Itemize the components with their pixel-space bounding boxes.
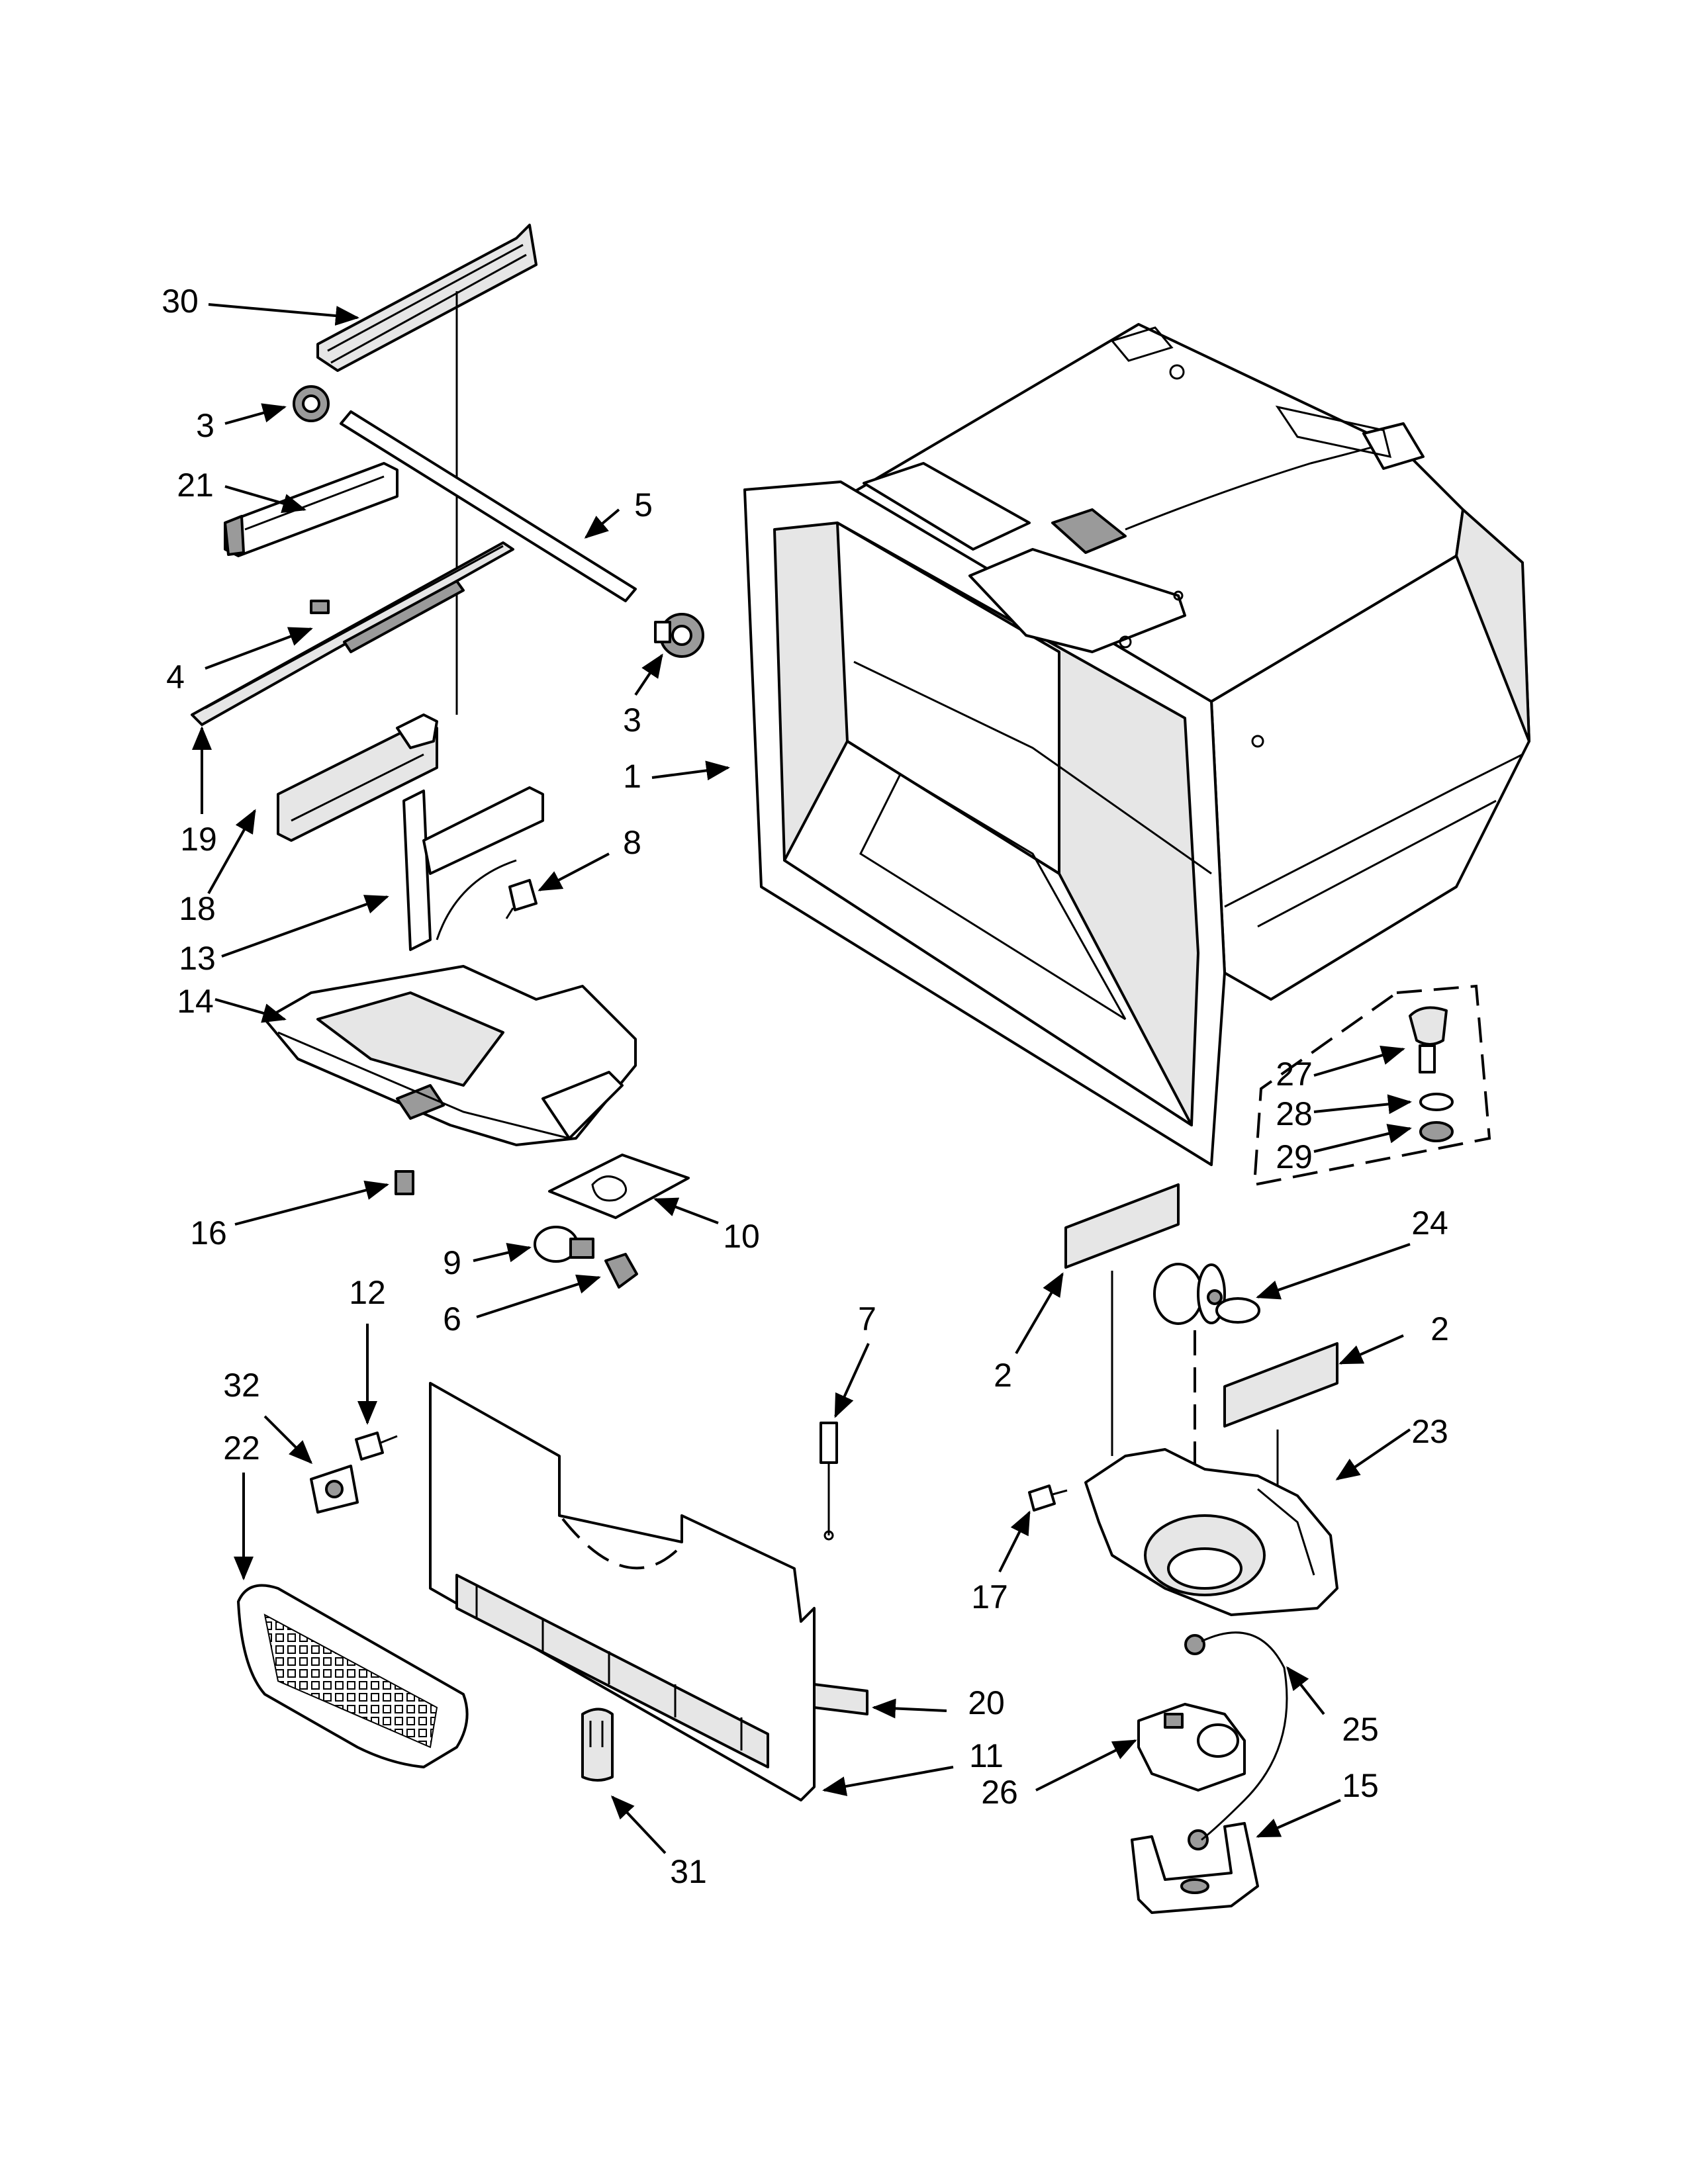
part-16-clip [395,1170,414,1195]
part-3-gear-top [293,385,330,422]
part-25-wire-harness [1201,1631,1288,1841]
callout-10: 10 [723,1218,760,1255]
part-20-seal-strip [813,1683,868,1715]
part-11-rear-panel [429,1382,816,1801]
part-2-insulation-upper [1064,1183,1180,1269]
callout-26: 26 [981,1774,1018,1811]
callout-29: 29 [1276,1138,1313,1175]
part-1-freezer-liner [743,323,1530,1166]
part-17-screw [1028,1484,1068,1512]
callout-2-left: 2 [994,1357,1012,1394]
part-9-knob [534,1226,594,1263]
parts-27-29-dashed-group [1252,984,1491,1187]
part-30-rail-cover [316,224,538,372]
callout-15: 15 [1342,1767,1379,1804]
part-14-ice-tray [263,965,637,1146]
part-8-screw [505,879,538,919]
part-23-fan-shroud [1084,1448,1338,1616]
callout-32: 32 [223,1367,260,1404]
callout-3-gear-top: 3 [196,407,214,444]
callout-25: 25 [1342,1711,1379,1748]
callout-27: 27 [1276,1056,1313,1093]
callout-28: 28 [1276,1095,1313,1132]
callout-4: 4 [166,659,185,696]
callout-20: 20 [968,1684,1005,1721]
part-6-nut [604,1253,638,1289]
callout-13: 13 [179,940,216,977]
callout-16: 16 [190,1214,227,1251]
part-26-fan-motor [1137,1634,1246,1850]
callout-12: 12 [349,1274,386,1311]
callout-14: 14 [177,983,214,1020]
callout-8: 8 [623,824,641,861]
callout-31: 31 [670,1853,707,1890]
callout-labels: 30 3 21 5 4 3 1 19 18 8 13 14 27 28 29 1… [162,283,1449,1890]
part-10-label [548,1154,690,1219]
callout-3-gear-bottom: 3 [623,702,641,739]
callout-11: 11 [969,1737,1004,1774]
callout-30: 30 [162,283,199,320]
part-32-fastener [310,1465,359,1514]
part-13-bracket [402,786,544,951]
part-5-shaft [340,410,637,602]
callout-18: 18 [179,890,216,927]
part-3-gear-bottom [654,613,704,658]
callout-21: 21 [177,467,214,504]
leader-lines [192,303,1412,1854]
callout-5: 5 [634,486,653,523]
part-12-screw [355,1432,398,1461]
callout-22: 22 [223,1430,260,1467]
part-21-bracket [224,462,399,614]
callout-9: 9 [443,1244,461,1281]
part-2-insulation-lower [1223,1342,1338,1428]
callout-19: 19 [180,821,217,858]
callout-24: 24 [1411,1205,1448,1242]
part-22-grille [237,1584,469,1768]
callout-23: 23 [1411,1413,1448,1450]
part-7-sensor [820,1422,838,1541]
callout-2-right: 2 [1430,1310,1449,1347]
callout-7: 7 [858,1300,876,1338]
part-4-slide-rail [191,541,514,726]
part-31-clip [581,1707,614,1782]
part-24-fan-blade [1153,1263,1260,1325]
part-15-motor-bracket [1131,1822,1259,1914]
callout-1: 1 [623,758,641,795]
part-18-handle-bracket [277,713,438,842]
callout-6: 6 [443,1300,461,1338]
callout-17: 17 [971,1578,1008,1615]
